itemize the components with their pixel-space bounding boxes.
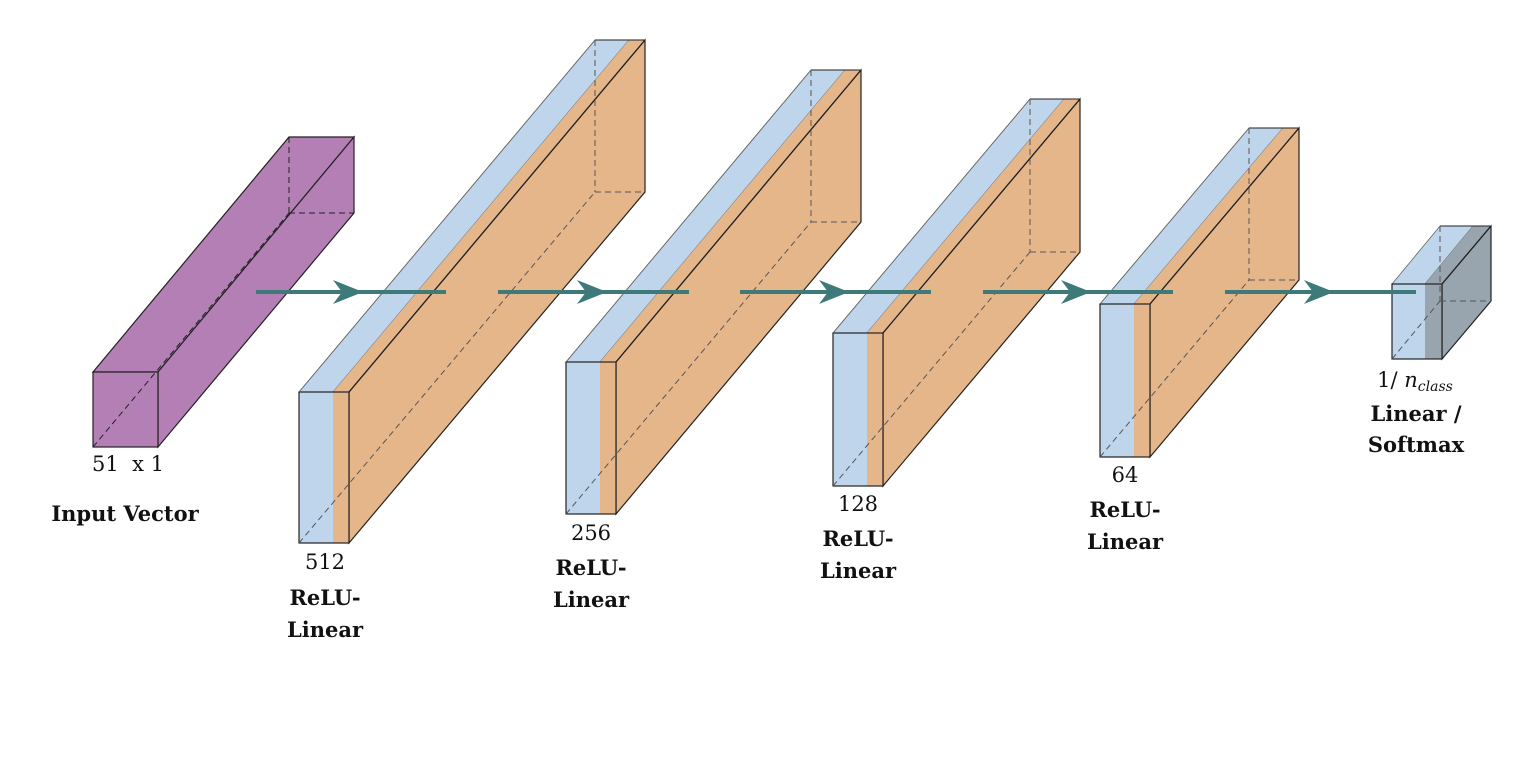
layer-512-block	[298, 38, 646, 545]
output-dim-label: 1/ nclass	[1377, 368, 1453, 395]
layer-64-name-line2: Linear	[1087, 529, 1164, 554]
layer-128-block	[832, 97, 1081, 488]
arrow-64-to-output	[1225, 280, 1416, 304]
layer-256-name-line1: ReLU-	[555, 555, 626, 580]
input-dim-label: 51 x 1	[92, 452, 164, 476]
arrow-input-to-512	[256, 280, 446, 304]
input-name-label: Input Vector	[51, 501, 199, 526]
layer-512-name-line2: Linear	[287, 617, 364, 642]
output-block	[1391, 224, 1492, 361]
layer-256-dim-label: 256	[571, 521, 611, 545]
layer-64-name-line1: ReLU-	[1089, 497, 1160, 522]
layer-512-dim-label: 512	[305, 550, 345, 574]
layer-64-block	[1099, 126, 1300, 459]
output-name-line1: Linear /	[1370, 401, 1461, 426]
layer-128-name-line2: Linear	[820, 558, 897, 583]
arrow-256-to-128	[740, 280, 931, 304]
arrow-128-to-64	[983, 280, 1173, 304]
connection-arrows	[256, 280, 1416, 304]
layer-256-name-line2: Linear	[553, 587, 630, 612]
arrow-512-to-256	[498, 280, 689, 304]
layer-128-dim-label: 128	[838, 492, 878, 516]
layer-512-name-line1: ReLU-	[289, 585, 360, 610]
input-block-front	[92, 371, 159, 448]
layer-128-name-line1: ReLU-	[822, 526, 893, 551]
output-name-line2: Softmax	[1368, 432, 1465, 457]
layer-256-block	[565, 68, 862, 516]
layer-64-dim-label: 64	[1112, 463, 1139, 487]
